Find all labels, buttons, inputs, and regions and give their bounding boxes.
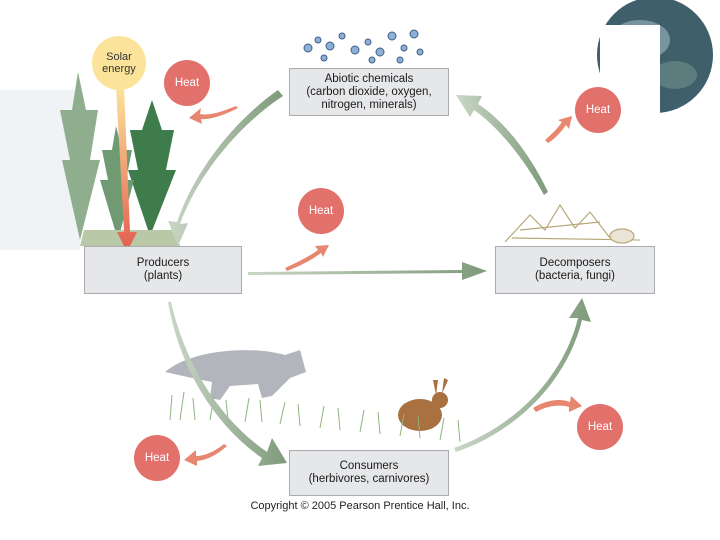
consumers-title: Consumers — [339, 460, 399, 472]
abiotic-chemicals-box: Abiotic chemicals (carbon dioxide, oxyge… — [289, 68, 449, 116]
producers-to-decomposers-arrow — [248, 262, 487, 280]
decomposers-title: Decomposers — [539, 257, 611, 269]
heat-arrow-1 — [189, 106, 238, 124]
wolf-illustration — [165, 350, 306, 400]
solar-ray-arrow — [116, 86, 137, 252]
rabbit-illustration — [398, 378, 448, 431]
consumers-detail: (herbivores, carnivores) — [308, 473, 430, 485]
solar-energy-sun: Solar energy — [92, 36, 146, 90]
molecules-illustration — [303, 29, 424, 64]
consumers-box: Consumers (herbivores, carnivores) — [289, 450, 449, 496]
producers-box: Producers (plants) — [84, 246, 242, 294]
heat-circle-producers: Heat — [164, 60, 210, 106]
abiotic-title: Abiotic chemicals — [324, 72, 414, 85]
heat-circle-decomposers: Heat — [575, 87, 621, 133]
decomposing-animal-illustration — [504, 203, 641, 244]
consumers-to-decomposers-arrow — [454, 298, 591, 452]
decomposers-box: Decomposers (bacteria, fungi) — [495, 246, 655, 294]
abiotic-detail-2: nitrogen, minerals) — [321, 98, 417, 111]
heat-arrow-3 — [545, 116, 572, 143]
heat-circle-right: Heat — [577, 404, 623, 450]
copyright-text: Copyright © 2005 Pearson Prentice Hall, … — [250, 500, 470, 512]
heat-circle-consumers: Heat — [134, 435, 180, 481]
solar-energy-label-1: Solar — [106, 51, 132, 63]
producers-detail: (plants) — [143, 270, 183, 282]
decomposers-to-abiotic-arrow — [456, 95, 548, 195]
solar-energy-label-2: energy — [102, 63, 136, 75]
abiotic-detail-1: (carbon dioxide, oxygen, — [306, 85, 432, 98]
heat-arrow-5 — [533, 396, 582, 412]
abiotic-to-producers-arrow — [168, 90, 283, 246]
producers-title: Producers — [136, 257, 190, 269]
heat-arrows — [184, 106, 582, 466]
producers-to-consumers-arrow — [168, 302, 287, 466]
heat-arrow-4 — [184, 444, 227, 466]
heat-arrow-2 — [285, 245, 329, 271]
decomposers-detail: (bacteria, fungi) — [535, 270, 615, 282]
heat-circle-center: Heat — [298, 188, 344, 234]
